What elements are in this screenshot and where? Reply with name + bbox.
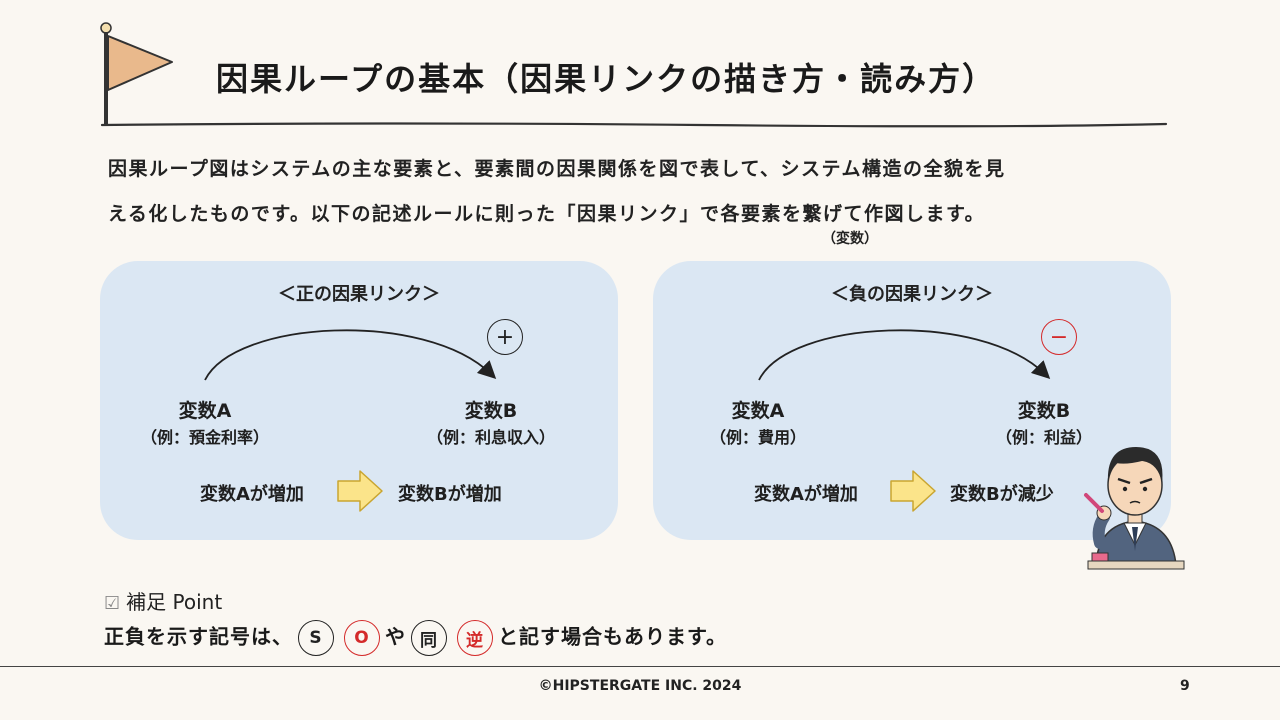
ruby-annotation: （変数） [822,231,878,247]
negative-var-b: 変数B [1017,400,1071,422]
intro-line-1: 因果ループ図はシステムの主な要素と、要素間の因果関係を図で表して、システム構造の… [108,158,1006,180]
negative-var-b-example: （例：利益） [995,428,1092,447]
flag-icon [100,22,173,126]
mark-reverse-icon: 逆 [457,620,493,656]
positive-sign-icon: + [487,319,523,355]
mark-same-icon: 同 [411,620,447,656]
positive-result-b: 変数Bが増加 [398,484,502,505]
title-underline [100,122,1168,128]
copyright: ©HIPSTERGATE INC. 2024 [538,678,742,694]
intro-line-2: える化したものです。以下の記述ルールに則った「因果リンク」で各要素を繋げて作図し… [108,203,986,225]
page-title: 因果ループの基本（因果リンクの描き方・読み方） [216,60,997,98]
negative-panel-title: ＜負の因果リンク＞ [831,284,993,305]
mark-s-icon: S [298,620,334,656]
positive-var-b: 変数B [464,400,518,422]
mark-o-icon: O [344,620,380,656]
positive-var-a: 変数A [178,400,232,422]
negative-var-a-example: （例：費用） [709,428,806,447]
checkbox-icon: ☑ [104,593,121,614]
negative-result-b: 変数Bが減少 [950,484,1054,505]
positive-link-arrow [204,329,497,381]
negative-result-a: 変数Aが増加 [754,484,858,505]
positive-panel-title: ＜正の因果リンク＞ [278,284,440,305]
positive-var-b-example: （例：利息収入） [426,428,555,447]
point-text-start: 正負を示す記号は、 [104,624,293,649]
right-arrow-icon [337,470,383,512]
footer-divider [0,666,1280,667]
point-label-text: 補足 Point [126,590,223,614]
supplement-point-label: ☑補足 Point [104,586,222,615]
point-text-end: と記す場合もあります。 [498,624,727,649]
right-arrow-icon [890,470,936,512]
positive-result-a: 変数Aが増加 [200,484,304,505]
positive-var-a-example: （例：預金利率） [140,428,269,447]
page-number: 9 [1180,678,1190,694]
businessman-illustration [1084,447,1185,570]
point-connector: や [385,624,406,649]
negative-link-arrow [758,329,1051,381]
negative-sign-icon: − [1041,319,1077,355]
negative-var-a: 変数A [731,400,785,422]
